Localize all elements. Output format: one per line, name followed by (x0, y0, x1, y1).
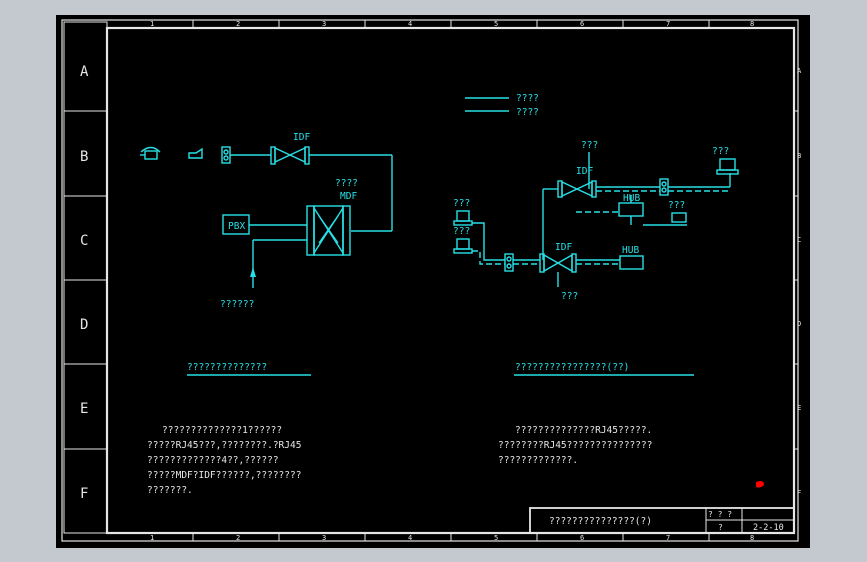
row-letters-right: A B C D E F (797, 67, 802, 497)
telephone-icon (140, 146, 161, 160)
left-computer1-label: ??? (453, 198, 470, 209)
legend-solid-label: ???? (516, 93, 539, 104)
incoming-label: ?????? (220, 299, 254, 310)
pbx-label: PBX (228, 221, 245, 232)
col-num-5-bottom: 5 (494, 534, 498, 542)
right-computer-icon (716, 158, 739, 175)
row-letter-e-right: E (797, 404, 801, 412)
bottom-hub-label: HUB (622, 245, 639, 256)
row-letter-c-right: C (797, 236, 801, 244)
outlet-icon (221, 146, 231, 164)
left-diagram: IDF ???? MDF PBX ?????? ?????????????? (140, 132, 393, 376)
col-num-1-bottom: 1 (150, 534, 154, 542)
right-diagram: ??? IDF ??? HUB (453, 140, 739, 376)
right-note-line-3: ?????????????. (498, 455, 578, 466)
left-computer2-icon (453, 238, 473, 254)
left-note-line-3: ?????????????4??,?????? (147, 455, 279, 466)
mdf-symbol (306, 205, 351, 256)
left-note-line-4: ?????MDF?IDF??????,???????? (147, 470, 301, 481)
row-dividers (64, 110, 107, 450)
top-idf-label: IDF (576, 166, 593, 177)
left-note-line-1: ??????????????1?????? (162, 425, 282, 436)
top-device-label: ??? (581, 140, 598, 151)
left-note-line-2: ?????RJ45???,????????.?RJ45 (147, 440, 301, 451)
right-computer-label: ??? (712, 146, 729, 157)
row-letter-a-right: A (797, 67, 802, 75)
sheet-number: 2-2-10 (753, 523, 784, 533)
column-numbers-top: 1 2 3 4 5 6 7 8 (150, 20, 754, 28)
col-num-1: 1 (150, 20, 154, 28)
left-computer2-label: ??? (453, 226, 470, 237)
col-num-4-bottom: 4 (408, 534, 412, 542)
top-hub-label: HUB (623, 193, 640, 204)
bottom-outlet-icon (504, 253, 514, 272)
left-caption: ?????????????? (187, 362, 267, 373)
row-letter-e: E (80, 401, 88, 417)
legend-dashed-label: ???? (516, 107, 539, 118)
row-letters: A B C D E F (80, 64, 89, 502)
row-letter-b-right: B (797, 152, 801, 160)
col-num-7: 7 (666, 20, 670, 28)
right-computer2-icon (671, 212, 687, 223)
bottom-device-label: ??? (561, 291, 578, 302)
col-num-2-bottom: 2 (236, 534, 240, 542)
right-notes: ??????????????RJ45?????. ????????RJ45???… (498, 425, 652, 466)
col-num-5: 5 (494, 20, 498, 28)
row-letter-d: D (80, 317, 88, 333)
row-letter-b: B (80, 149, 88, 165)
col-num-7-bottom: 7 (666, 534, 670, 542)
left-computer1-icon (453, 210, 473, 226)
row-letter-f: F (80, 486, 88, 502)
drawing-sheet: 1 2 3 4 5 6 7 8 1 2 3 4 5 6 7 8 A B C D … (56, 15, 810, 548)
col-num-3-bottom: 3 (322, 534, 326, 542)
bottom-idf-symbol (539, 253, 620, 287)
row-letter-f-right: F (797, 489, 801, 497)
left-notes: ??????????????1?????? ?????RJ45???,?????… (147, 425, 301, 496)
line-legend: ???? ???? (465, 93, 539, 118)
top-outlet-icon (659, 178, 669, 196)
col-num-8-bottom: 8 (750, 534, 754, 542)
right-computer2-label: ??? (668, 200, 685, 211)
col-num-4: 4 (408, 20, 412, 28)
left-mdf-label-top: ???? (335, 178, 358, 189)
row-letter-d-right: D (797, 320, 801, 328)
top-hub-box (618, 202, 644, 217)
col-num-2: 2 (236, 20, 240, 28)
left-idf-symbol (230, 146, 393, 232)
title-block-cell-bottom: ? (718, 523, 723, 532)
title-block-title: ???????????????(?) (549, 516, 652, 527)
left-idf-label: IDF (293, 132, 310, 143)
col-num-3: 3 (322, 20, 326, 28)
col-num-8: 8 (750, 20, 754, 28)
bottom-idf-label: IDF (555, 242, 572, 253)
right-caption: ????????????????(??) (515, 362, 629, 373)
row-letter-c: C (80, 233, 88, 249)
row-letter-a: A (80, 64, 89, 80)
left-note-line-5: ???????. (147, 485, 193, 496)
right-note-line-2: ????????RJ45??????????????? (498, 440, 652, 451)
top-idf-symbol (542, 180, 660, 260)
red-marker (756, 481, 764, 488)
col-num-6-bottom: 6 (580, 534, 584, 542)
left-mdf-label: MDF (340, 191, 357, 202)
incoming-arrow-icon (250, 267, 256, 277)
title-block-cell-top: ? ? ? (708, 510, 732, 519)
column-ticks (192, 20, 710, 541)
col-num-6: 6 (580, 20, 584, 28)
fax-icon (188, 147, 203, 159)
right-note-line-1: ??????????????RJ45?????. (515, 425, 652, 436)
cad-drawing: 1 2 3 4 5 6 7 8 1 2 3 4 5 6 7 8 A B C D … (61, 19, 802, 542)
column-numbers-bottom: 1 2 3 4 5 6 7 8 (150, 534, 754, 542)
right-edge-ticks (794, 110, 798, 450)
row-label-column (63, 21, 108, 534)
title-block: ???????????????(?) ? ? ? ? 2-2-10 (529, 507, 795, 534)
bottom-hub-box (619, 255, 644, 270)
